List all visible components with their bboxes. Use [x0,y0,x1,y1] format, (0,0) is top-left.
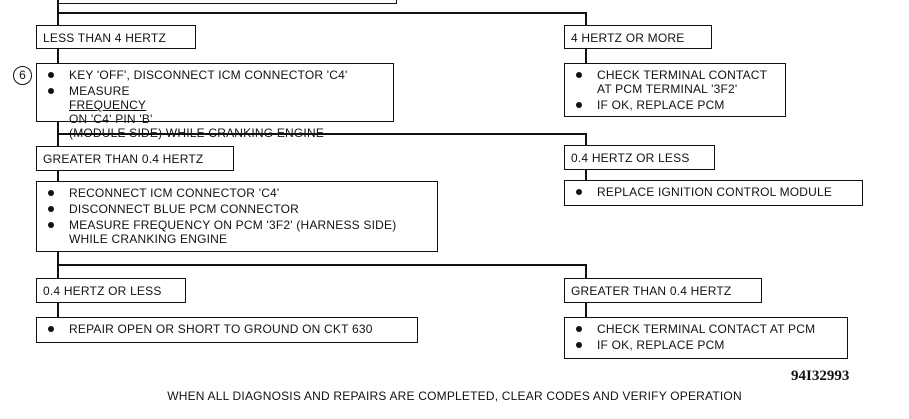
greater-than-0-4-hertz-label: GREATER THAN 0.4 HERTZ [36,146,234,171]
connector-line [57,264,587,266]
label-text: 4 HERTZ OR MORE [571,31,685,45]
footer-note: WHEN ALL DIAGNOSIS AND REPAIRS ARE COMPL… [167,389,742,403]
action-text: CHECK TERMINAL CONTACT [597,68,768,82]
check-terminal-contact-pcm-box: CHECK TERMINAL CONTACT AT PCM IF OK, REP… [564,317,848,359]
label-text: LESS THAN 4 HERTZ [43,31,166,45]
action-text: IF OK, REPLACE PCM [597,338,725,352]
greater-than-0-4-hertz-label: GREATER THAN 0.4 HERTZ [564,278,762,303]
connector-line [57,303,59,317]
4-hertz-or-more-label: 4 HERTZ OR MORE [564,25,712,49]
label-text: 0.4 HERTZ OR LESS [43,284,162,298]
action-text: REPAIR OPEN OR SHORT TO GROUND ON CKT 63… [69,322,373,336]
action-item: MEASURE FREQUENCY ON 'C4' PIN 'B' (MODUL… [43,84,387,140]
step-number: 6 [13,66,32,85]
action-text: MEASURE FREQUENCY ON PCM '3F2' (HARNESS … [69,218,397,232]
action-text: WHILE CRANKING ENGINE [69,232,228,246]
action-item: IF OK, REPLACE PCM [571,338,841,352]
action-text-part: MEASURE [69,84,130,98]
step-number-text: 6 [19,68,26,82]
action-text: REPLACE IGNITION CONTROL MODULE [597,185,833,199]
label-text: GREATER THAN 0.4 HERTZ [43,152,204,166]
0-4-hertz-or-less-label: 0.4 HERTZ OR LESS [564,145,715,170]
action-item: MEASURE FREQUENCY ON PCM '3F2' (HARNESS … [43,218,431,246]
measure-icm-frequency-box: KEY 'OFF', DISCONNECT ICM CONNECTOR 'C4'… [36,63,394,140]
previous-step-box [57,0,397,4]
action-text: DISCONNECT BLUE PCM CONNECTOR [69,202,300,216]
connector-line [585,264,587,278]
connector-line [585,303,587,317]
connector-line [585,133,587,145]
connector-line [57,133,587,135]
repair-open-or-short-box: REPAIR OPEN OR SHORT TO GROUND ON CKT 63… [36,317,418,343]
action-item: REPAIR OPEN OR SHORT TO GROUND ON CKT 63… [43,322,411,336]
action-item: RECONNECT ICM CONNECTOR 'C4' [43,186,431,200]
action-item: DISCONNECT BLUE PCM CONNECTOR [43,202,431,216]
measure-pcm-frequency-box: RECONNECT ICM CONNECTOR 'C4' DISCONNECT … [36,181,438,252]
action-text: RECONNECT ICM CONNECTOR 'C4' [69,186,280,200]
action-item: CHECK TERMINAL CONTACT AT PCM TERMINAL '… [571,68,779,96]
action-item: KEY 'OFF', DISCONNECT ICM CONNECTOR 'C4' [43,68,387,82]
action-text: CHECK TERMINAL CONTACT AT PCM [597,322,816,336]
label-text: GREATER THAN 0.4 HERTZ [571,284,732,298]
action-item: CHECK TERMINAL CONTACT AT PCM [571,322,841,336]
connector-line [57,49,59,63]
action-text-part: ON 'C4' PIN 'B' [69,112,153,126]
less-than-4-hertz-label: LESS THAN 4 HERTZ [36,25,196,49]
action-text-underlined: FREQUENCY [69,98,147,112]
action-text: IF OK, REPLACE PCM [597,98,725,112]
connector-line [585,12,587,26]
action-text: AT PCM TERMINAL '3F2' [597,82,738,96]
connector-line [57,171,59,181]
action-text: KEY 'OFF', DISCONNECT ICM CONNECTOR 'C4' [69,68,348,82]
connector-line [585,170,587,180]
action-item: REPLACE IGNITION CONTROL MODULE [571,185,856,199]
connector-line [57,12,587,14]
replace-ignition-control-module-box: REPLACE IGNITION CONTROL MODULE [564,180,863,206]
action-item: IF OK, REPLACE PCM [571,98,779,112]
0-4-hertz-or-less-label: 0.4 HERTZ OR LESS [36,278,186,303]
label-text: 0.4 HERTZ OR LESS [571,151,690,165]
action-text: MEASURE FREQUENCY ON 'C4' PIN 'B' [69,84,387,126]
figure-id: 94I32993 [791,368,850,384]
connector-line [585,49,587,63]
check-terminal-3f2-box: CHECK TERMINAL CONTACT AT PCM TERMINAL '… [564,63,786,117]
